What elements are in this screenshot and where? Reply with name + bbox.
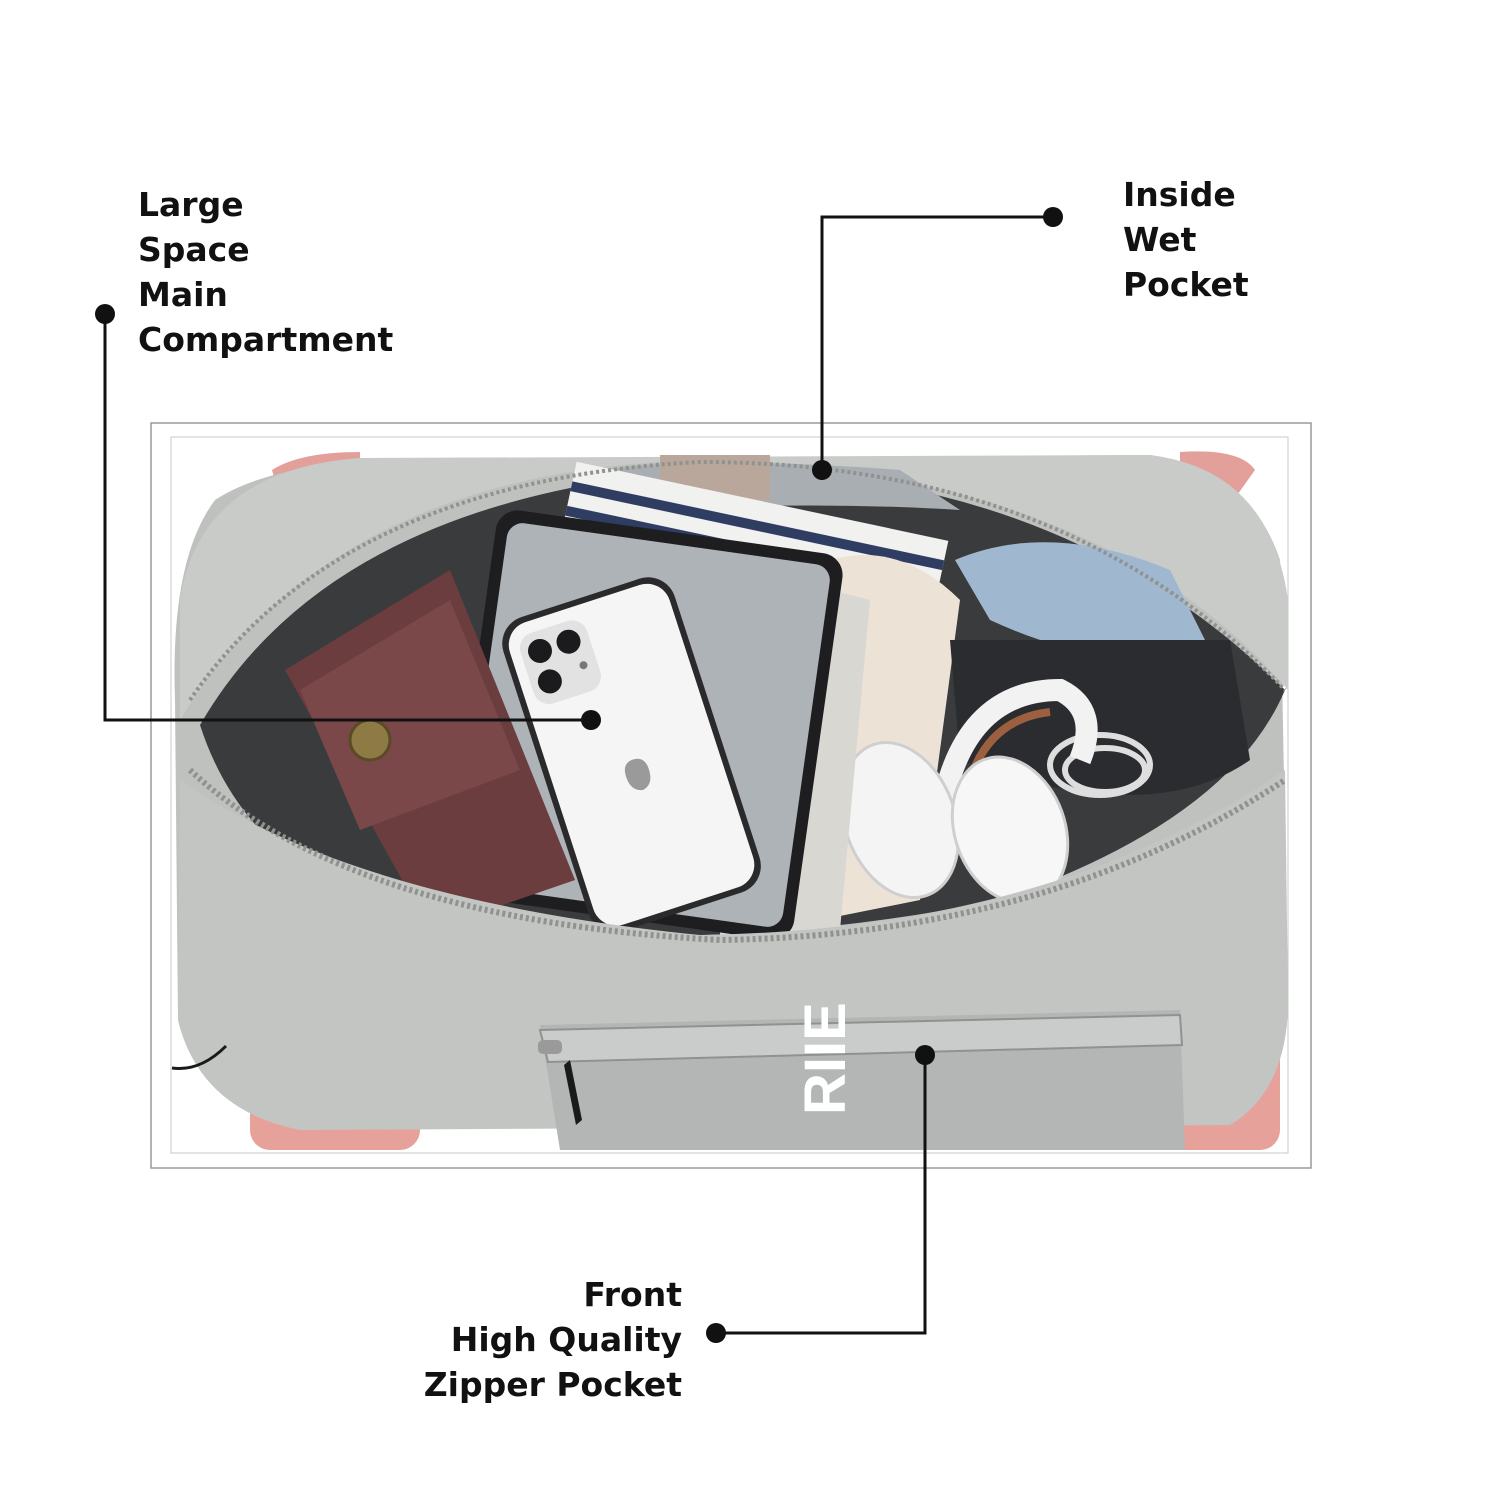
callout-lines	[103, 215, 1053, 1335]
callout-dot-main-label	[95, 304, 115, 324]
callout-main-line-4: Compartment	[138, 320, 394, 359]
callout-line-main	[103, 314, 591, 722]
side-drawcord	[171, 1044, 228, 1071]
callout-dot-wet-target	[812, 460, 832, 480]
smartphone	[502, 577, 761, 933]
callout-front-line-3: Zipper Pocket	[423, 1365, 682, 1404]
headphones	[840, 678, 1098, 905]
callout-main-compartment: Large Space Main Compartment	[138, 182, 393, 362]
zipper-pull	[538, 1040, 562, 1054]
callout-dot-main-target	[581, 710, 601, 730]
callout-front-line-2: High Quality	[450, 1320, 682, 1359]
callout-wet-line-2: Wet	[1123, 220, 1197, 259]
callout-dot-front-target	[915, 1045, 935, 1065]
top-zipper	[188, 459, 1287, 702]
callout-main-line-1: Large	[138, 185, 244, 224]
callout-main-line-3: Main	[138, 275, 228, 314]
callout-wet-line-3: Pocket	[1123, 265, 1249, 304]
callout-wet-pocket: Inside Wet Pocket	[1123, 172, 1249, 307]
callout-line-wet	[820, 215, 1053, 470]
blue-umbrella	[955, 542, 1205, 656]
dark-cloth	[950, 640, 1250, 795]
bag-top-flap	[180, 455, 1288, 720]
zipper-tab	[564, 1060, 582, 1125]
callout-main-line-2: Space	[138, 230, 250, 269]
callout-line-front	[716, 1055, 927, 1335]
callout-front-line-1: Front	[583, 1275, 682, 1314]
callout-wet-line-1: Inside	[1123, 175, 1236, 214]
wallet	[285, 570, 575, 930]
callout-front-pocket: Front High Quality Zipper Pocket	[400, 1272, 682, 1407]
callout-dot-front-label	[706, 1323, 726, 1343]
bag-print-text: RIIE	[793, 1002, 858, 1115]
callout-dot-wet-label	[1043, 207, 1063, 227]
callout-dots	[95, 207, 1063, 1343]
bag-photo	[171, 451, 1288, 1150]
